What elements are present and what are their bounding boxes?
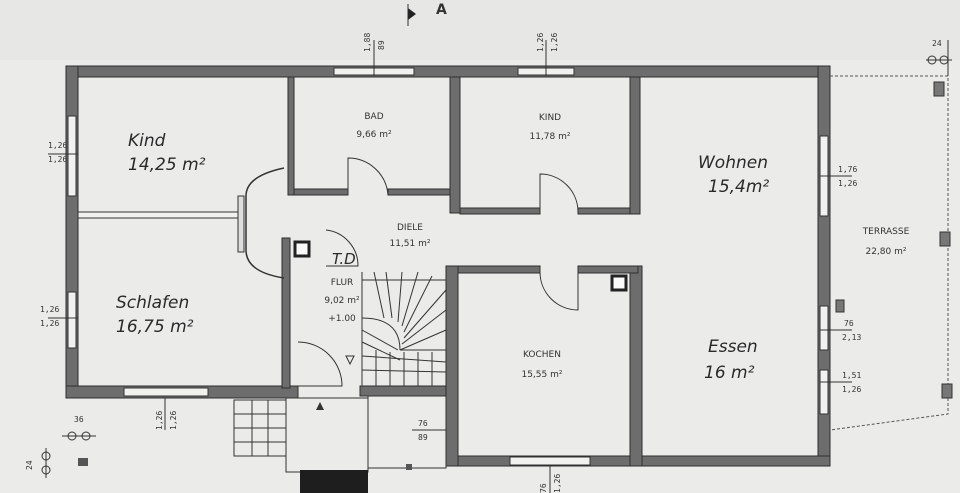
doors	[237, 157, 579, 387]
room-bad-area: 9,66 m²	[356, 130, 392, 140]
column-kochen	[610, 274, 628, 292]
room-wohnen-area: 15,4m²	[708, 177, 769, 197]
wall-kochen-essen	[629, 265, 643, 467]
dim-top-right: 24	[932, 39, 942, 48]
room-essen-area: 16 m²	[704, 363, 755, 383]
room-diele-area: 11,51 m²	[389, 239, 430, 249]
window-kochen-bottom	[509, 456, 591, 466]
wall-schlafen-flur	[281, 237, 291, 389]
wall-kochen-top-a	[445, 265, 541, 274]
wall-stairs-bottom	[359, 385, 447, 397]
dim-bottom-schlafen-b: 1,26	[169, 411, 178, 430]
entrance-step	[300, 470, 368, 493]
dim-right-wohnen-b: 1,26	[838, 179, 857, 188]
dim-right-essen1-a: 76	[844, 319, 854, 328]
room-terrasse-name: TERRASSE	[862, 227, 910, 237]
window-schlafen-bottom	[123, 387, 209, 397]
terrace	[829, 40, 953, 431]
dim-top-kind-b: 1,26	[550, 33, 559, 52]
wall-kochen-left	[445, 265, 459, 467]
dim-bottom-kochen-a: 76	[539, 483, 548, 493]
dim-bottom-entry-a: 76	[418, 419, 428, 428]
interior-walls	[77, 76, 643, 467]
room-bad-name: BAD	[364, 112, 383, 122]
entrance-area	[78, 395, 447, 493]
dim-left-schlafen-a: 1,26	[40, 305, 59, 314]
column-flur	[293, 240, 311, 258]
room-kind1-name: Kind	[128, 131, 166, 151]
wall-kind2-bottom-a	[459, 207, 541, 215]
wall-kind2-wohnen	[629, 76, 641, 215]
room-schlafen-name: Schlafen	[116, 293, 189, 313]
dim-left-kind-b: 1,26	[48, 155, 67, 164]
wall-top	[77, 65, 831, 78]
room-terrasse-area: 22,80 m²	[865, 247, 906, 257]
room-labels: Kind 14,25 m² Schlafen 16,75 m² BAD 9,66…	[116, 112, 910, 383]
wall-kind2-bottom-b	[577, 207, 637, 215]
wall-bad-bottom-b	[387, 188, 451, 196]
room-wohnen-name: Wohnen	[698, 153, 768, 173]
room-schlafen-area: 16,75 m²	[116, 317, 194, 337]
dim-top-kind-a: 1,26	[536, 33, 545, 52]
room-flur-level: +1.00	[328, 314, 356, 324]
wall-kind-schlafen	[77, 211, 243, 219]
dim-right-essen1-b: 2,13	[842, 333, 861, 342]
dim-bottom-left-24: 24	[25, 460, 34, 470]
room-flur-note: T.D	[332, 250, 356, 268]
dimension-labels: 1,88 89 1,26 1,26 24 1,26 1,26 1,26 1,26…	[25, 33, 942, 493]
room-flur-area: 9,02 m²	[324, 296, 360, 306]
dim-right-essen2-a: 1,51	[842, 371, 861, 380]
dim-top-bad-a: 1,88	[363, 33, 372, 52]
room-kind1-area: 14,25 m²	[128, 155, 206, 175]
window-essen-right	[819, 305, 829, 351]
dim-left-schlafen-b: 1,26	[40, 319, 59, 328]
dim-bottom-schlafen-a: 1,26	[155, 411, 164, 430]
dim-top-bad-b: 89	[377, 40, 386, 50]
section-marker: A	[407, 2, 447, 26]
window-schlafen-left	[67, 291, 77, 349]
staircase	[345, 271, 447, 386]
window-kind-left	[67, 115, 77, 197]
dim-left-kind-a: 1,26	[48, 141, 67, 150]
wall-kochen-top-b	[577, 265, 639, 274]
dim-bottom-entry-b: 89	[418, 433, 428, 442]
paper-shadow	[0, 0, 960, 60]
room-essen-name: Essen	[708, 337, 758, 357]
wall-bad-kind	[449, 76, 461, 214]
wall-bad-bottom-a	[293, 188, 349, 196]
room-kind2-name: KIND	[539, 113, 561, 123]
room-flur-name: FLUR	[331, 278, 354, 288]
room-kochen-area: 15,55 m²	[521, 370, 562, 380]
section-marker-label: A	[436, 2, 447, 18]
dimension-ticks	[41, 40, 852, 493]
dim-bottom-left-36: 36	[74, 415, 84, 424]
room-kochen-name: KOCHEN	[523, 350, 561, 360]
window-essen-right-2	[819, 369, 829, 415]
wall-kind-bad	[287, 76, 295, 196]
room-diele-name: DIELE	[397, 223, 423, 233]
dim-right-essen2-b: 1,26	[842, 385, 861, 394]
dim-right-wohnen-a: 1,76	[838, 165, 857, 174]
dim-bottom-kochen-b: 1,26	[553, 474, 562, 493]
room-kind2-area: 11,78 m²	[529, 132, 570, 142]
